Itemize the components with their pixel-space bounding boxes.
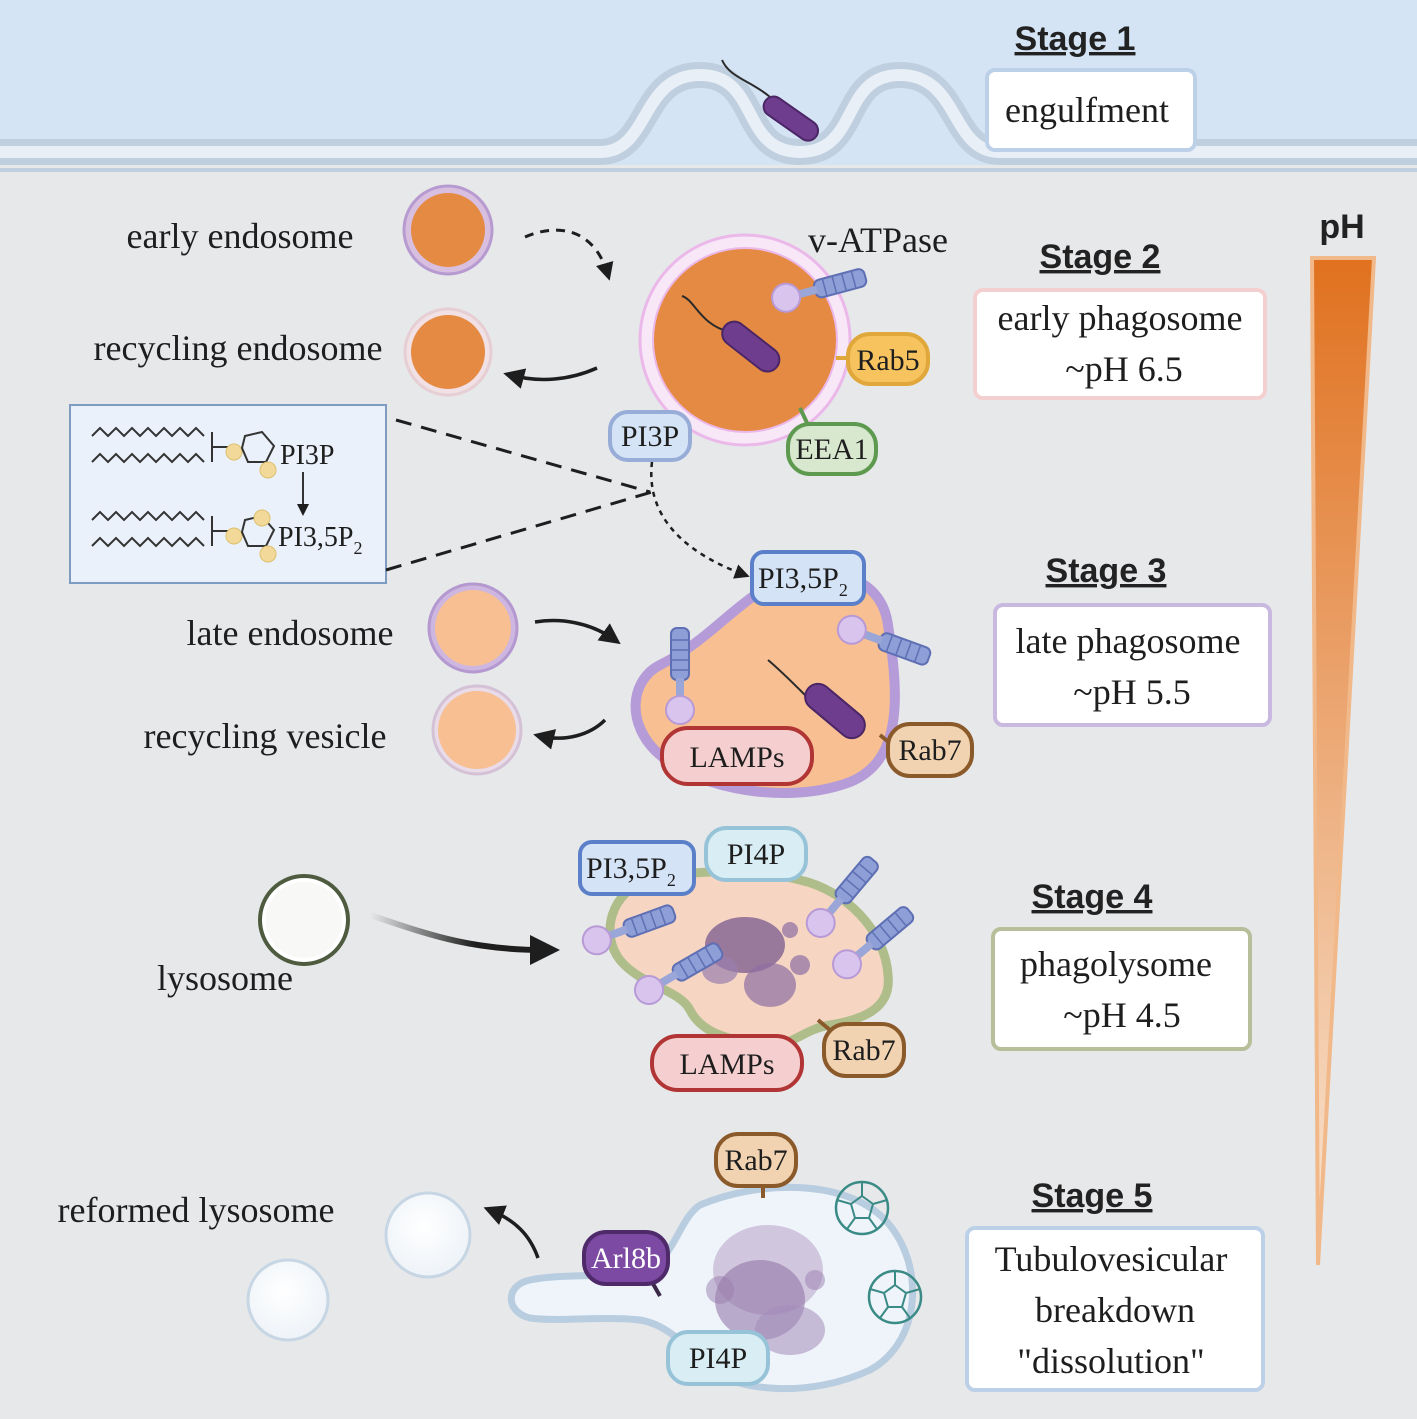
v-atpase-label: v-ATPase [808,220,948,260]
eea1-tag [786,422,878,476]
reformed-lysosome-label: reformed lysosome [58,1190,335,1230]
lamps-tag-stage3 [660,726,814,786]
rab7-tag-stage5 [714,1132,798,1188]
phagolysosome [577,850,920,1051]
pi4p-tag-stage5 [666,1330,770,1386]
stage-2-line-2: ~pH 6.5 [1065,349,1182,389]
stage-4-title: Stage 4 [1032,878,1153,916]
bacterium-stage1 [721,59,820,142]
pi4p-label-stage4: PI4P [727,838,785,871]
pi4p-label-stage5: PI4P [689,1342,747,1375]
pi4p-tag-stage4 [704,826,808,882]
lysosome-label: lysosome [157,958,293,998]
lipid-inset [69,404,387,584]
rab5-label: Rab5 [856,344,919,377]
late-endosome-fusion-arrow [534,618,621,645]
rab7-tag-stage4 [822,1022,906,1078]
lamps-label-stage4: LAMPs [679,1048,774,1081]
rab5-tag [846,332,930,386]
inset-zoom-line-top [395,418,651,494]
pi35p2-label-stage3: PI3,5P2 [758,562,848,600]
recycling-vesicle-label: recycling vesicle [144,716,387,756]
rab7-label-stage4: Rab7 [832,1034,895,1067]
stage-5-line-1: Tubulovesicular [995,1239,1228,1279]
plasma-membrane-inner [0,68,1417,159]
lysosome-reformation-arrow [483,1205,540,1259]
arl8b-tag [582,1230,670,1286]
pi35p2-tag-stage3 [750,550,866,606]
recycling-endosome-arrow [503,366,598,389]
pi35p2-label-stage4: PI3,5P2 [586,852,676,890]
rab7-tag-stage3 [886,722,974,778]
recycling-vesicle [431,684,523,776]
stage-1-box [985,68,1197,152]
rab7-label-stage3: Rab7 [898,734,961,767]
early-endosome [402,184,494,276]
recycling-endosome-label: recycling endosome [94,328,383,368]
stage-3-line-1: late phagosome [1016,621,1241,661]
lysosome-fusion-arrow [369,912,546,953]
stage-5-title: Stage 5 [1032,1177,1153,1215]
early-phagosome [638,233,870,447]
ph-gradient-wedge [1309,256,1377,1266]
pi3p-tag [608,410,692,462]
reformed-lysosome-2 [246,1258,330,1342]
stage-2-title: Stage 2 [1040,238,1161,276]
late-endosome-label: late endosome [187,613,394,653]
recycling-endosome [403,307,493,397]
lysosome [258,874,350,966]
stage-5-line-3: "dissolution" [1017,1341,1204,1381]
stage-3-title: Stage 3 [1046,552,1167,590]
eea1-label: EEA1 [795,433,868,466]
stage-5-box [965,1226,1265,1392]
stage-4-line-2: ~pH 4.5 [1063,995,1180,1035]
stage-5-line-2: breakdown [1035,1290,1195,1330]
early-endosome-label: early endosome [127,216,354,256]
late-endosome [427,582,519,674]
stage-2-box [973,288,1267,400]
stage-4-box [991,927,1252,1051]
stage-3-box [993,603,1272,727]
arl8b-label: Arl8b [591,1242,661,1275]
lysosome-fusion-arrowhead [530,935,560,965]
inset-pi3p-label: PI3P [280,440,334,471]
pi3p-label: PI3P [621,420,679,453]
stage-1-title: Stage 1 [1015,20,1136,58]
reformed-lysosome-1 [384,1191,472,1279]
tubulovesicular-compartment [507,1180,923,1393]
lamps-label-stage3: LAMPs [689,741,784,774]
ph-label: pH [1319,208,1364,246]
stage-1-line-1: engulfment [1005,90,1169,130]
inset-pi35p2-label: PI3,5P2 [278,522,362,558]
inset-zoom-line-bottom [385,490,653,572]
early-endosome-fusion-arrow [524,228,614,281]
lamps-tag-stage4 [650,1034,804,1092]
stage-2-line-1: early phagosome [998,298,1243,338]
recycling-vesicle-arrow [533,718,607,750]
stage-3-line-2: ~pH 5.5 [1073,672,1190,712]
stage-4-line-1: phagolysome [1020,944,1212,984]
pi35p2-tag-stage4 [578,840,696,896]
rab7-label-stage5: Rab7 [724,1144,787,1177]
